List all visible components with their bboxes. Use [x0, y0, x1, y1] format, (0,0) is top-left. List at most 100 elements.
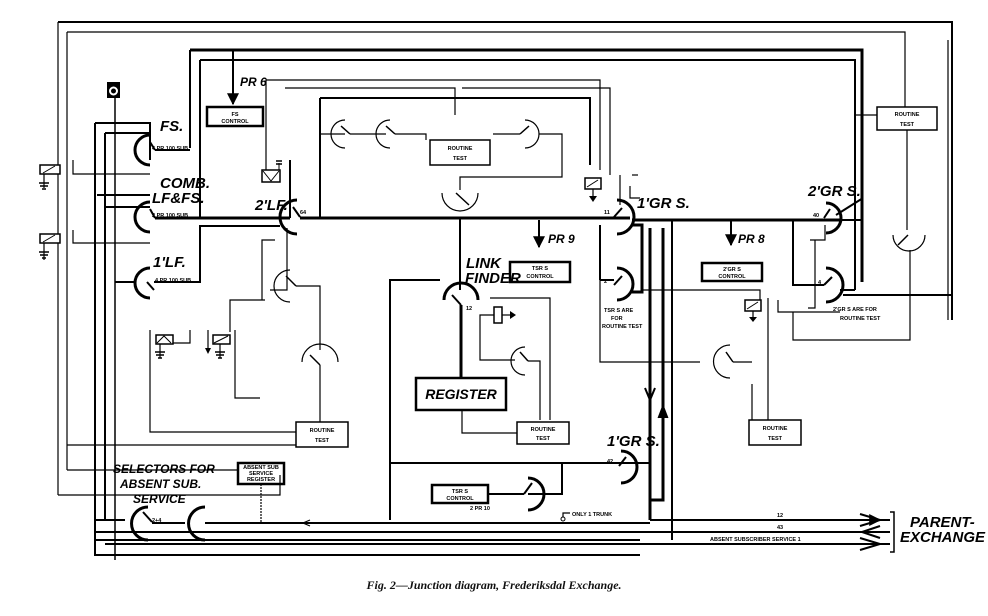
second-grs-control-label-1: 2'GR S: [723, 267, 741, 273]
outer-wiring: [57, 21, 953, 495]
pr6-label: PR 6: [240, 75, 267, 89]
second-grs-control-box: [700, 261, 764, 283]
trunk-lines: 12 43 ABSENT SUBSCRIBER SERVICE 1 PARENT…: [95, 511, 986, 553]
routine-test-register-label-1: ROUTINE: [531, 427, 556, 433]
pr9-label: PR 9: [548, 232, 575, 246]
relay-1grs-top: [584, 174, 640, 205]
routine-test-right-label-2: TEST: [900, 122, 915, 128]
first-grs-routine-note-2: FOR: [611, 316, 623, 322]
relay-2grs: [643, 289, 840, 420]
absent-register-label-3: REGISTER: [247, 477, 275, 483]
selector-arc-icon: [441, 192, 479, 212]
absent-register-label-1: ABSENT SUB: [243, 465, 279, 471]
tsr-control-top-box: [508, 260, 572, 284]
fs-control-group: PR 6 FS CONTROL: [205, 50, 267, 128]
selector-arc-icon: [524, 119, 540, 149]
second-lf-selector: 2'LF. 64: [254, 160, 630, 291]
routine-test-register-label-2: TEST: [536, 436, 551, 442]
routine-test-box-register: [516, 421, 570, 445]
second-lf-label: 2'LF.: [254, 197, 288, 214]
selector-arc-icon: [187, 505, 206, 542]
first-grs-top-label: 1'GR S.: [637, 195, 690, 212]
first-grs-lower-selector: 2 TSR S ARE FOR ROUTINE TEST: [599, 266, 700, 363]
routine-test-mid-label-2: TEST: [768, 436, 783, 442]
routine-test-lf-label-1: ROUTINE: [310, 428, 335, 434]
first-grs-routine-note-3: ROUTINE TEST: [602, 324, 643, 330]
tsr-control-top-label-2: CONTROL: [526, 274, 554, 280]
second-grs-selectors: 2'GR S. 40 4 2'GR S ARE FOR ROUTINE TEST: [792, 183, 952, 341]
lower-left-relays: ROUTINE TEST: [67, 239, 349, 448]
routine-test-box-mid: [748, 419, 802, 446]
fs-selector: FS. 4 PR 100 SUB: [133, 118, 190, 167]
second-grs-label: 2'GR S.: [807, 183, 861, 200]
trunk-line-1-label: 12: [777, 513, 783, 519]
absent-register-label-2: SERVICE: [249, 471, 273, 477]
parent-label-2: EXCHANGE: [900, 529, 986, 546]
selector-arc-icon: [616, 198, 636, 236]
selector-arc-icon: [273, 269, 291, 303]
meter-icon: [107, 82, 120, 560]
first-grs-bottom-note: 42: [607, 459, 613, 465]
absent-label-3: SERVICE: [133, 492, 187, 506]
earth-ground-icon: [39, 182, 49, 190]
left-bottom-loop: [58, 475, 640, 556]
first-grs-top-note: 11: [604, 210, 610, 216]
selector-arc-icon: [620, 449, 639, 485]
tsr-control-top-group: PR 9 TSR S CONTROL: [508, 220, 575, 284]
trunk-line-2-label: 43: [777, 525, 783, 531]
selector-arc-icon: [442, 281, 480, 301]
fs-control-label-2: CONTROL: [221, 119, 249, 125]
relay-icon: [39, 164, 61, 175]
routine-test-label-1: ROUTINE: [448, 146, 473, 152]
first-grs-top-selector: 1'GR S. 11: [599, 195, 840, 280]
comb-lf-fs-selector: COMB. LF&FS. 2 PR 100 SUB: [133, 175, 280, 234]
routine-test-center: ROUTINE TEST: [319, 97, 591, 218]
selector-arc-icon: [616, 266, 635, 302]
trunk-line-3-label: ABSENT SUBSCRIBER SERVICE 1: [710, 537, 801, 543]
relay-icon: [155, 334, 174, 345]
tsr-control-bottom-box: [430, 483, 490, 505]
link-finder-selector: LINK FINDER 12: [389, 218, 551, 520]
absent-label-2: ABSENT SUB.: [119, 477, 201, 491]
fs-label: FS.: [160, 118, 183, 135]
tsr-control-bottom-label-1: TSR S: [452, 489, 469, 495]
fs-control-label-1: FS: [231, 112, 238, 118]
second-lf-note: 64: [300, 210, 307, 216]
register-group: REGISTER ROUTINE TEST: [414, 376, 570, 445]
second-grs-routine-note-2: ROUTINE TEST: [840, 316, 881, 322]
selector-arc-icon: [825, 266, 845, 304]
first-grs-bottom-group: 1'GR S. 42 TSR S CONTROL 2 PR 10 ONLY 1 …: [390, 433, 660, 522]
absent-sub-service-group: SELECTORS FOR ABSENT SUB. SERVICE 2+4 AB…: [95, 461, 650, 542]
second-grs-control-label-2: CONTROL: [718, 274, 746, 280]
left-relay-bottom: [39, 230, 150, 260]
link-label-1: LINK: [466, 255, 502, 272]
left-relay-top: [39, 160, 150, 190]
routine-test-right-label-1: ROUTINE: [895, 112, 920, 118]
first-grs-lower-note: 2: [604, 279, 607, 285]
second-grs-upper-note: 40: [813, 213, 819, 219]
routine-test-box-center: [429, 139, 491, 166]
link-label-2: FINDER: [465, 270, 521, 287]
routine-test-box-lf: [295, 421, 349, 448]
fs-control-box: [205, 105, 265, 128]
selector-arc-icon: [510, 346, 526, 376]
tsr-control-bottom-note: 2 PR 10: [470, 506, 490, 512]
routine-test-lf-label-2: TEST: [315, 438, 330, 444]
first-grs-routine-note-1: TSR S ARE: [604, 308, 633, 314]
only-one-trunk-note: ONLY 1 TRUNK: [572, 512, 612, 518]
parent-label-1: PARENT-: [910, 514, 975, 531]
selector-arc-icon: [892, 234, 926, 252]
tsr-control-bottom-label-2: CONTROL: [446, 496, 474, 502]
selector-arc-icon: [712, 344, 731, 379]
earth-ground-icon: [39, 251, 49, 259]
relay-icon: [39, 233, 61, 244]
relay-2lf: [261, 79, 611, 183]
absent-label-1: SELECTORS FOR: [113, 462, 215, 476]
selector-arc-icon: [133, 200, 151, 234]
pr8-label: PR 8: [738, 232, 765, 246]
routine-test-label-2: TEST: [453, 156, 468, 162]
relay-icon: [493, 306, 503, 324]
register-label: REGISTER: [425, 386, 497, 402]
selector-arc-icon: [301, 343, 339, 363]
